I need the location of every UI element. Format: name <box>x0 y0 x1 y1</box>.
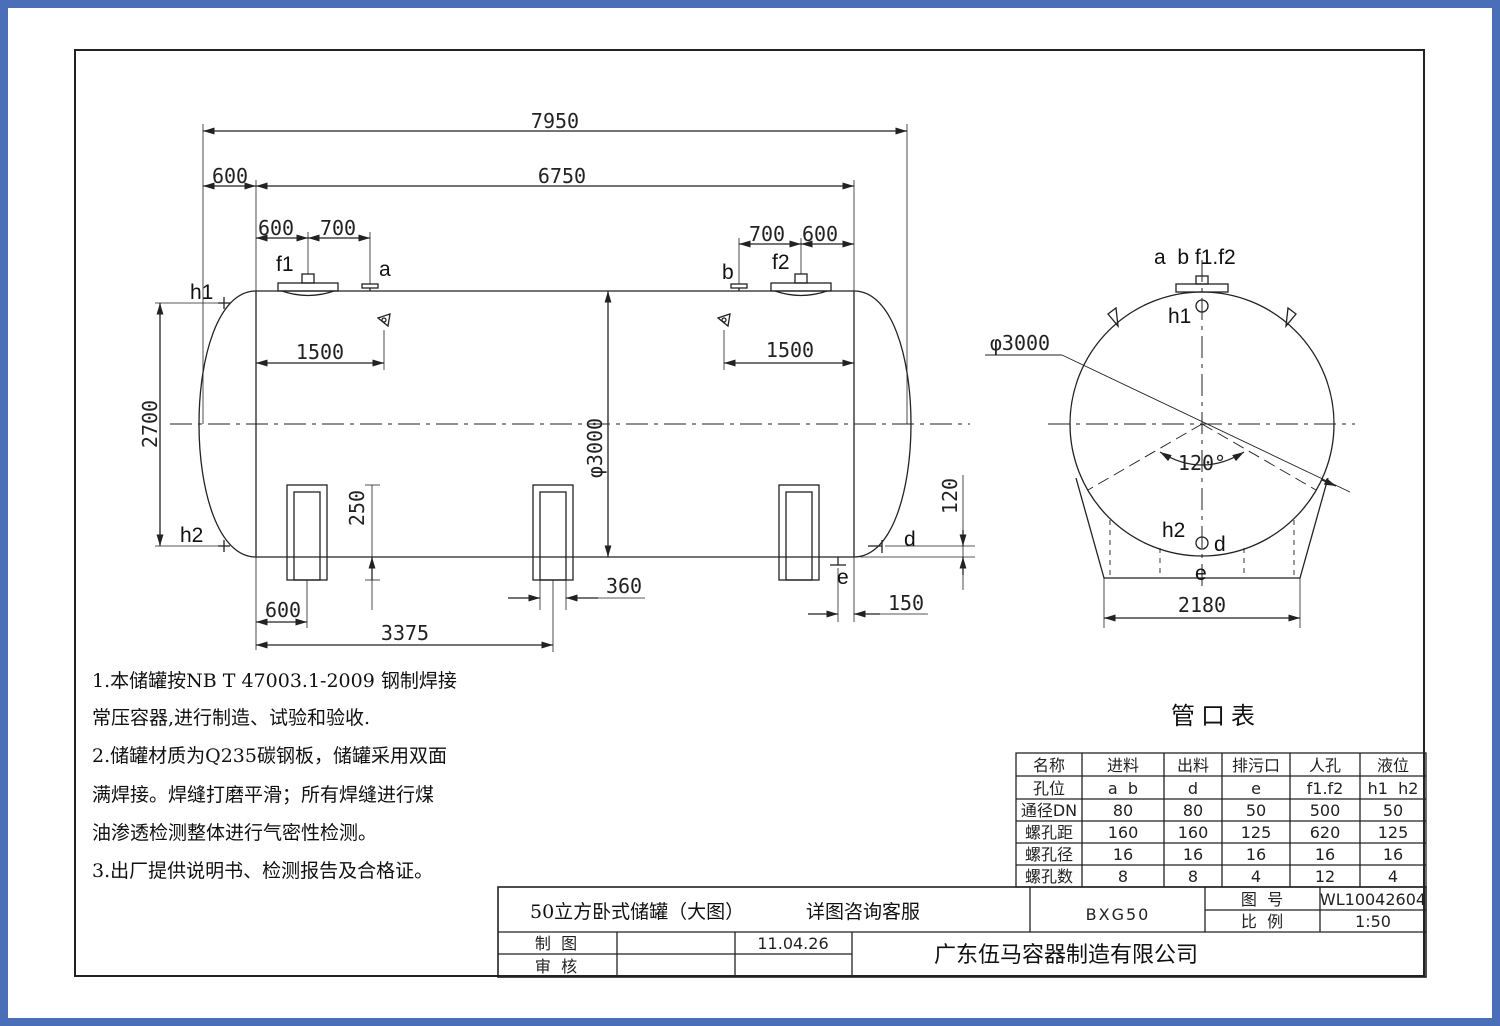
dim-saddle-from-left: 600 <box>265 598 301 622</box>
table-cell: a b <box>1108 779 1138 798</box>
label-b: b <box>722 261 734 284</box>
note-line: 满焊接。焊缝打磨平滑；所有焊缝进行煤 <box>92 784 435 806</box>
consult-note: 详图咨询客服 <box>806 901 920 923</box>
table-header-cell: 液位 <box>1377 756 1409 775</box>
table-cell: 16 <box>1246 845 1266 864</box>
company-name: 广东伍马容器制造有限公司 <box>934 943 1198 968</box>
dim-height-h: 2700 <box>138 400 162 448</box>
label-f1: f1 <box>276 253 294 276</box>
label-side-h1: h1 <box>1168 305 1191 328</box>
table-cell: 孔位 <box>1033 779 1065 798</box>
table-header-cell: 人孔 <box>1309 756 1341 775</box>
table-header-cell: 名称 <box>1033 756 1065 775</box>
label-d: d <box>904 528 916 551</box>
table-cell: 4 <box>1251 867 1261 886</box>
nozzle-table-title: 管口表 <box>1171 702 1261 730</box>
dim-body-length: 6750 <box>538 164 586 188</box>
drawn-by-label: 制 图 <box>535 934 577 953</box>
label-a: a <box>379 258 391 281</box>
dim-saddle-base: 2180 <box>1178 593 1226 617</box>
table-cell: 16 <box>1183 845 1203 864</box>
table-cell: 50 <box>1383 801 1403 820</box>
drawing-code: BXG50 <box>1086 905 1151 924</box>
dim-saddle-spacing: 3375 <box>381 621 429 645</box>
table-header-cell: 进料 <box>1107 756 1139 775</box>
label-side-e: e <box>1195 562 1207 585</box>
note-line: 油渗透检测整体进行气密性检测。 <box>92 822 378 844</box>
table-cell: 50 <box>1246 801 1266 820</box>
note-line: 1.本储罐按NB T 47003.1-2009 钢制焊接 <box>92 670 457 692</box>
label-h1: h1 <box>190 281 213 304</box>
table-cell: 80 <box>1113 801 1133 820</box>
table-cell: 4 <box>1388 867 1398 886</box>
dim-side-diameter: φ3000 <box>990 331 1050 355</box>
table-cell: 8 <box>1118 867 1128 886</box>
dim-saddle-height: 250 <box>345 490 369 526</box>
note-line: 常压容器,进行制造、试验和验收. <box>92 707 371 729</box>
table-cell: e <box>1251 779 1261 798</box>
label-side-h2: h2 <box>1162 519 1185 542</box>
label-side-d: d <box>1214 533 1226 556</box>
nozzle-table: 名称 进料 出料 排污口 人孔 液位 孔位 a b d e f1.f2 h1 h… <box>1021 756 1419 886</box>
dim-saddle-angle: 120° <box>1178 451 1226 475</box>
table-cell: h1 h2 <box>1368 779 1419 798</box>
drawing-title: 50立方卧式储罐（大图） <box>530 901 744 923</box>
drawing-sheet <box>8 8 1492 1018</box>
table-cell: 500 <box>1310 801 1341 820</box>
drawing-no: WL10042604 <box>1320 890 1426 909</box>
note-line: 2.储罐材质为Q235碳钢板，储罐采用双面 <box>92 745 447 767</box>
table-cell: 80 <box>1183 801 1203 820</box>
dim-diameter: φ3000 <box>583 418 607 478</box>
dim-e-offset: 150 <box>888 591 924 615</box>
label-h2: h2 <box>180 524 203 547</box>
table-cell: 螺孔数 <box>1025 867 1073 886</box>
table-header-cell: 出料 <box>1177 756 1209 775</box>
table-cell: f1.f2 <box>1307 779 1344 798</box>
label-side-top: a b f1.f2 <box>1154 246 1236 269</box>
drawing-no-label: 图 号 <box>1241 890 1283 909</box>
dim-a-from-f1: 700 <box>320 216 356 240</box>
table-cell: 通径DN <box>1021 801 1077 820</box>
table-cell: 螺孔径 <box>1025 845 1073 864</box>
table-cell: 16 <box>1113 845 1133 864</box>
table-cell: 125 <box>1241 823 1272 842</box>
drawing-border <box>74 49 1425 977</box>
scale-label: 比 例 <box>1241 912 1283 931</box>
scale-value: 1:50 <box>1355 912 1391 931</box>
table-cell: 160 <box>1178 823 1209 842</box>
table-cell: 160 <box>1108 823 1139 842</box>
table-cell: 125 <box>1378 823 1409 842</box>
dim-f1-from-left: 600 <box>258 216 294 240</box>
drawing-date: 11.04.26 <box>757 934 828 953</box>
dim-f2-to-right: 600 <box>802 222 838 246</box>
table-cell: 16 <box>1315 845 1335 864</box>
table-cell: 620 <box>1310 823 1341 842</box>
dim-total-length: 7950 <box>531 109 579 133</box>
table-cell: 螺孔距 <box>1025 823 1073 842</box>
table-cell: 12 <box>1315 867 1335 886</box>
table-cell: 8 <box>1188 867 1198 886</box>
dim-d-height: 120 <box>938 478 962 514</box>
note-line: 3.出厂提供说明书、检测报告及合格证。 <box>92 860 434 882</box>
dim-head-offset: 600 <box>212 164 248 188</box>
label-f2: f2 <box>772 251 790 274</box>
table-header-cell: 排污口 <box>1232 756 1280 775</box>
label-e: e <box>837 566 849 589</box>
dim-b-to-f2: 700 <box>749 222 785 246</box>
table-cell: d <box>1188 779 1198 798</box>
table-cell: 16 <box>1383 845 1403 864</box>
dim-lug-left: 1500 <box>296 340 344 364</box>
dim-saddle-width: 360 <box>606 574 642 598</box>
checked-by-label: 审 核 <box>535 957 577 976</box>
dim-lug-right: 1500 <box>766 338 814 362</box>
